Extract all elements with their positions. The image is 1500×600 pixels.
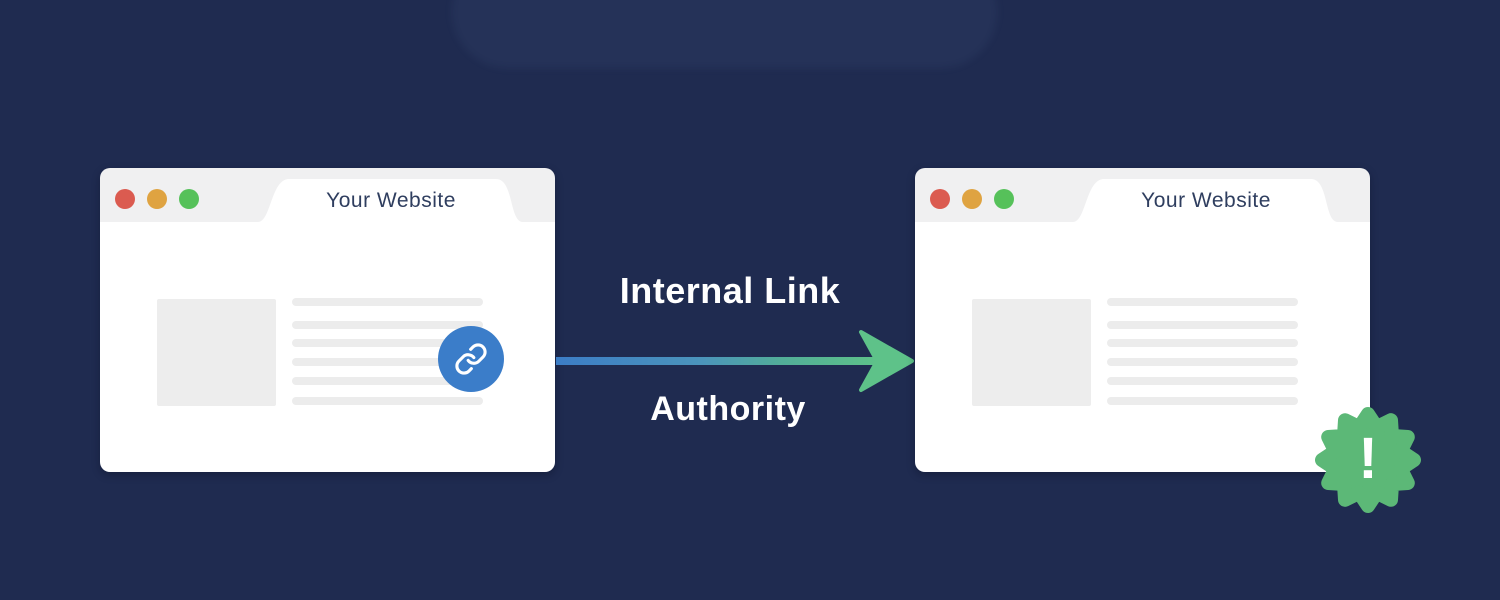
image-placeholder: [157, 299, 276, 406]
text-line-placeholder: [1107, 358, 1298, 366]
browser-tab: [258, 179, 523, 222]
arrow-head-icon: [859, 330, 914, 392]
authority-label: Authority: [650, 390, 806, 428]
chain-link-icon: [455, 343, 487, 375]
page-content: [915, 222, 1370, 472]
seal-starburst-icon: [1315, 407, 1421, 513]
text-line-placeholder: [1107, 397, 1298, 405]
text-line-placeholder: [292, 321, 483, 329]
window-control-yellow-dot: [962, 189, 982, 209]
window-control-red-dot: [115, 189, 135, 209]
window-controls: [115, 189, 199, 209]
text-line-placeholder: [1107, 377, 1298, 385]
browser-window-source: Your Website: [100, 168, 555, 472]
text-line-placeholder: [292, 397, 483, 405]
text-line-placeholder: [292, 377, 483, 385]
text-line-placeholder: [1107, 321, 1298, 329]
text-line-placeholder: [1107, 339, 1298, 347]
tab-title: Your Website: [1141, 189, 1271, 212]
window-controls: [930, 189, 1014, 209]
text-line-placeholder: [1107, 298, 1298, 306]
window-control-green-dot: [994, 189, 1014, 209]
text-line-placeholder: [292, 298, 483, 306]
browser-tab: [1073, 179, 1338, 222]
link-button: [438, 326, 504, 392]
browser-window-target: Your Website: [915, 168, 1370, 472]
text-placeholder-block: [292, 298, 483, 405]
exclamation-icon: !: [1358, 425, 1378, 491]
image-placeholder: [972, 299, 1091, 406]
authority-badge: !: [1306, 398, 1430, 522]
window-control-yellow-dot: [147, 189, 167, 209]
tab-title: Your Website: [326, 189, 456, 212]
internal-link-label: Internal Link: [619, 270, 841, 311]
text-placeholder-block: [1107, 298, 1298, 405]
ghost-watermark: [452, 0, 997, 68]
window-control-red-dot: [930, 189, 950, 209]
window-titlebar: Your Website: [915, 168, 1370, 222]
window-control-green-dot: [179, 189, 199, 209]
window-titlebar: Your Website: [100, 168, 555, 222]
text-line-placeholder: [292, 358, 483, 366]
text-line-placeholder: [292, 339, 483, 347]
page-content: [100, 222, 555, 472]
arrow-shaft: [556, 357, 880, 365]
